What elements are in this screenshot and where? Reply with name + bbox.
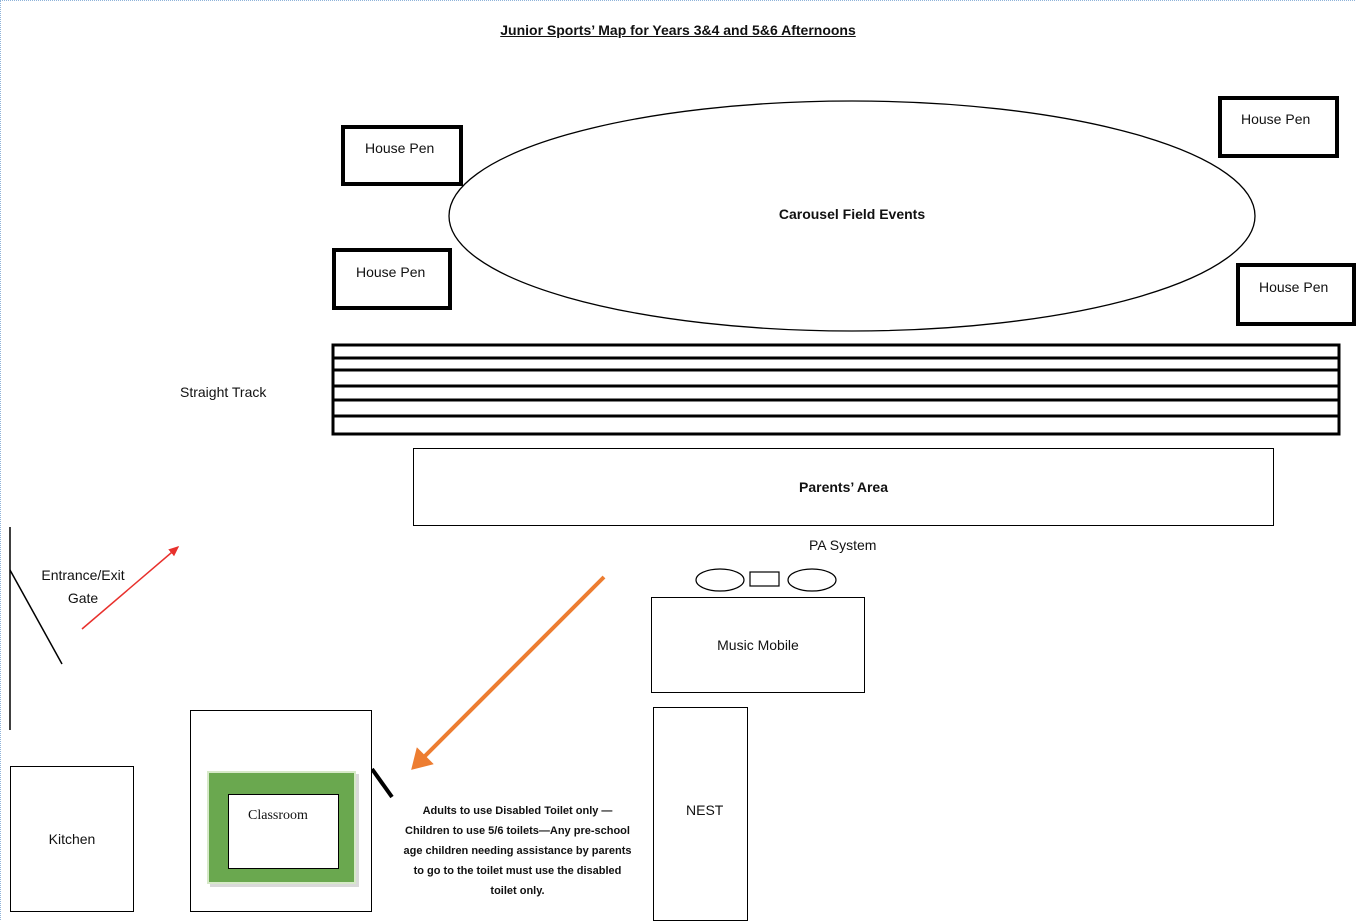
house-pen-label: House Pen: [1241, 111, 1311, 127]
music-mobile: Music Mobile: [651, 597, 865, 693]
kitchen: Kitchen: [10, 766, 134, 912]
classroom: Classroom: [228, 794, 339, 869]
entrance-arrow: [81, 546, 180, 630]
gate-swing: [9, 569, 63, 665]
toilet-note-line: Children to use 5/6 toilets—Any pre-scho…: [405, 825, 630, 837]
house-pen-mid-right: House Pen: [1236, 263, 1356, 326]
classroom-door: [370, 767, 394, 799]
house-pen-top-right: House Pen: [1218, 96, 1339, 158]
kitchen-label: Kitchen: [48, 831, 96, 847]
straight-track-lanes: [331, 343, 1341, 436]
house-pen-label: House Pen: [356, 264, 426, 280]
straight-track-label: Straight Track: [180, 384, 267, 400]
toilet-note: Adults to use Disabled Toilet only — Chi…: [380, 801, 655, 901]
music-mobile-label: Music Mobile: [717, 637, 799, 653]
house-pen-label: House Pen: [1259, 279, 1329, 295]
map-title: Junior Sports’ Map for Years 3&4 and 5&6…: [500, 22, 856, 38]
parents-area-label: Parents’ Area: [799, 479, 888, 495]
entrance-gate-label-line1: Entrance/Exit: [41, 567, 125, 583]
parents-area: Parents’ Area: [413, 448, 1274, 526]
toilet-note-line: Adults to use Disabled Toilet only —: [422, 805, 613, 817]
house-pen-mid-left: House Pen: [332, 248, 452, 310]
entrance-gate-label-line2: Gate: [67, 590, 99, 606]
pa-system-label: PA System: [809, 537, 877, 553]
carousel-ellipse: [448, 100, 1256, 332]
house-pen-top-left: House Pen: [341, 125, 463, 186]
nest: NEST: [653, 707, 748, 921]
toilet-note-line: to go to the toilet must use the disable…: [413, 865, 622, 877]
classroom-label: Classroom: [248, 808, 308, 823]
carousel-label: Carousel Field Events: [778, 206, 926, 222]
toilet-note-line: toilet only.: [490, 885, 545, 897]
nest-label: NEST: [686, 802, 724, 818]
classroom-block: Classroom: [190, 710, 372, 912]
toilet-arrow: [411, 575, 606, 770]
pa-system-speakers: [695, 568, 837, 592]
house-pen-label: House Pen: [365, 140, 435, 156]
toilet-note-line: age children needing assistance by paren…: [403, 845, 632, 857]
entrance-gate-label: Entrance/Exit Gate: [30, 564, 136, 610]
